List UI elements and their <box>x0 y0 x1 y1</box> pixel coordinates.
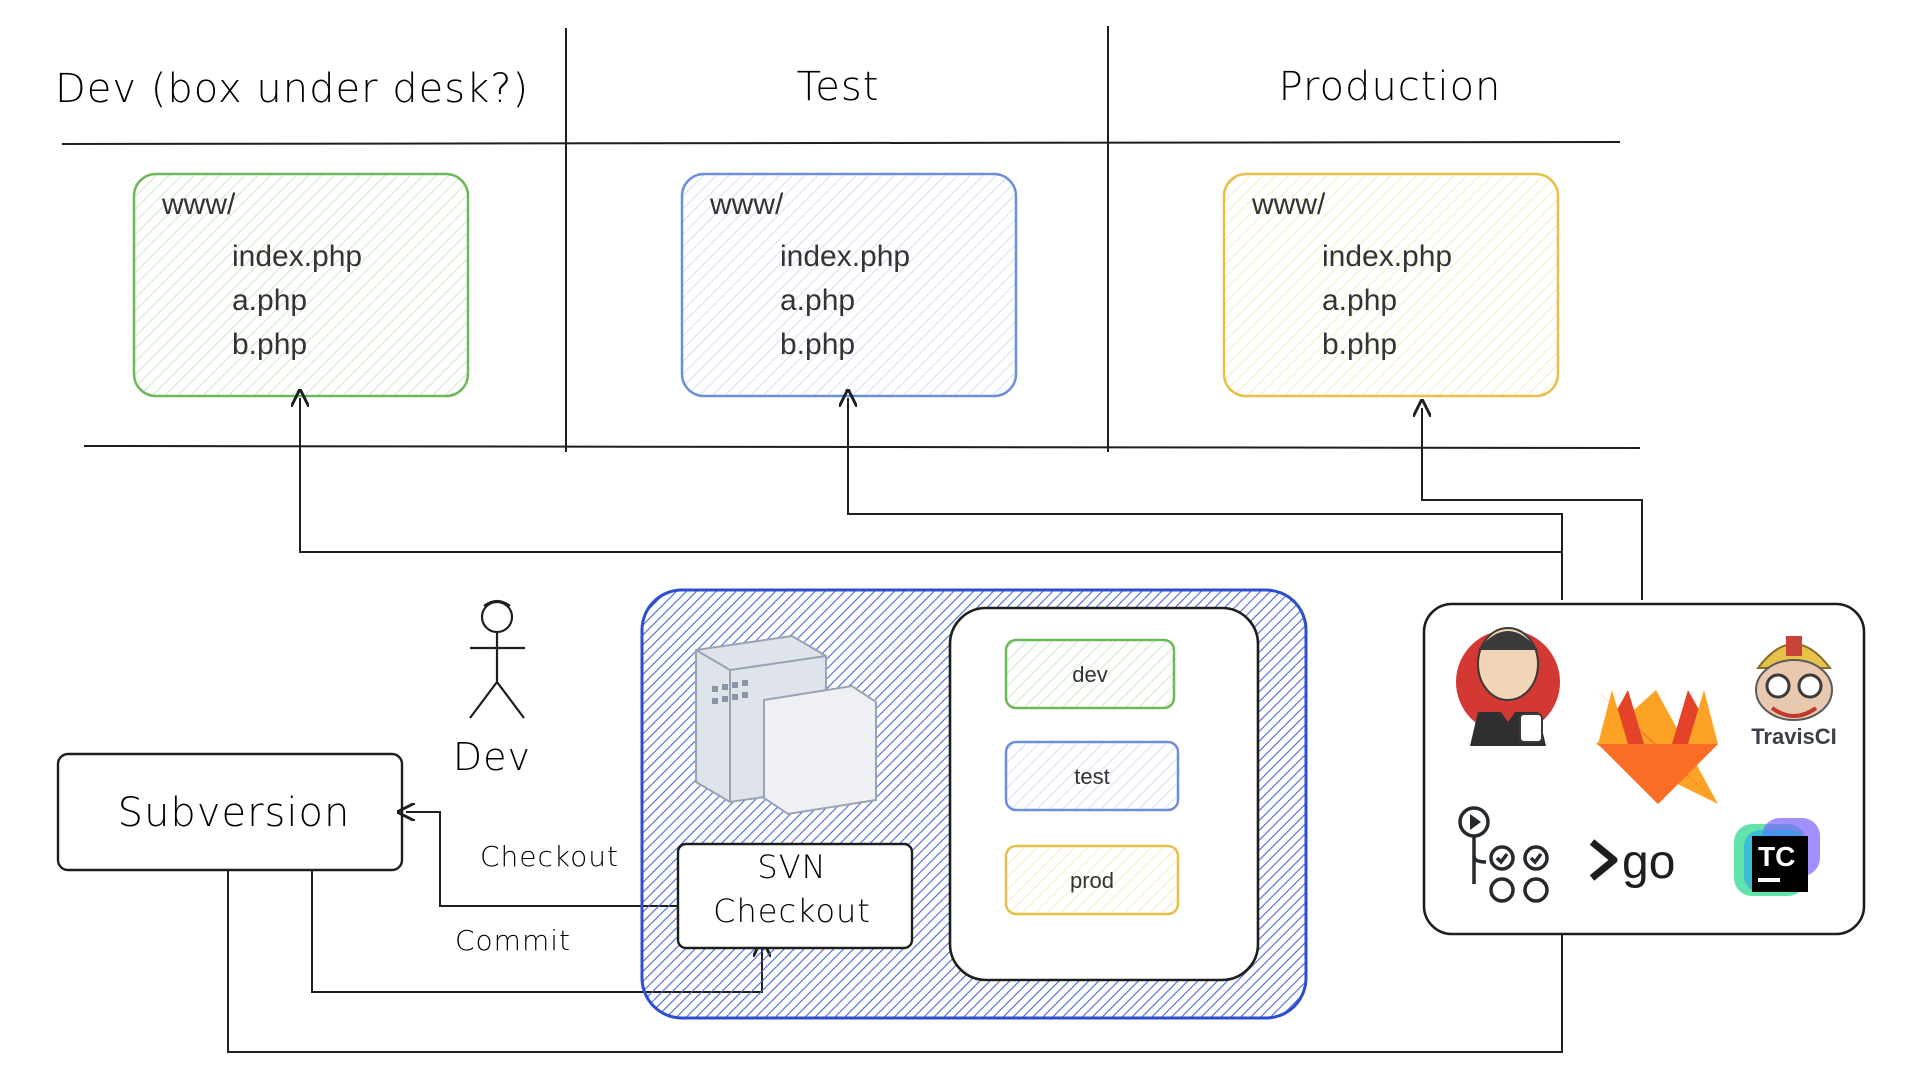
column-headers: Dev (box under desk?) Test Production <box>55 64 1502 112</box>
github-actions-icon <box>1458 806 1549 903</box>
server-dev: www/ index.php a.php b.php <box>132 172 470 398</box>
checkout-edge-label: Checkout <box>480 840 619 873</box>
server-production: www/ index.php a.php b.php <box>1222 172 1560 398</box>
dev-actor-label: Dev <box>453 735 531 779</box>
server-test-file-1: index.php <box>780 240 910 273</box>
svn-to-ci-line <box>227 870 1563 1053</box>
column-title-test: Test <box>797 64 880 110</box>
server-dev-root: www/ <box>161 188 236 221</box>
dev-actor-head <box>480 600 514 634</box>
gitlab-icon <box>1596 690 1718 804</box>
server-test-root: www/ <box>709 188 784 221</box>
server-production-root: www/ <box>1251 188 1326 221</box>
column-title-production: Production <box>1279 64 1502 110</box>
subversion-repo[interactable]: Subversion <box>56 752 404 872</box>
svn-checkout-line2: Checkout <box>713 892 871 930</box>
checkout-arrow <box>406 812 678 907</box>
server-test: www/ index.php a.php b.php <box>680 172 1018 398</box>
subversion-label: Subversion <box>118 790 351 836</box>
server-test-file-3: b.php <box>780 328 855 361</box>
gocd-icon: go <box>1589 836 1675 889</box>
server-dev-file-1: index.php <box>232 240 362 273</box>
gocd-label: go <box>1622 836 1675 889</box>
build-server-icon <box>695 634 877 816</box>
jenkins-icon <box>1456 627 1560 746</box>
dev-actor <box>469 599 525 719</box>
branch-prod-label: prod <box>1070 868 1114 893</box>
commit-edge-label: Commit <box>455 924 571 957</box>
server-dev-file-2: a.php <box>232 284 307 317</box>
server-production-file-3: b.php <box>1322 328 1397 361</box>
travisci-icon: TravisCI <box>1751 636 1837 749</box>
svn-checkout-node[interactable]: SVN Checkout <box>676 842 914 950</box>
server-dev-file-3: b.php <box>232 328 307 361</box>
deploy-connectors <box>300 398 1643 600</box>
column-title-dev: Dev (box under desk?) <box>55 66 529 112</box>
server-production-file-2: a.php <box>1322 284 1397 317</box>
svn-checkout-line1: SVN <box>757 848 826 886</box>
deploy-to-production-arrow <box>1422 408 1643 600</box>
teamcity-icon: TC <box>1734 818 1820 896</box>
deploy-to-test-arrow <box>848 398 1563 552</box>
server-test-file-2: a.php <box>780 284 855 317</box>
branch-test[interactable]: test <box>1004 740 1180 812</box>
branch-dev-label: dev <box>1072 662 1107 687</box>
travisci-label: TravisCI <box>1751 724 1837 749</box>
branch-dev[interactable]: dev <box>1004 638 1176 710</box>
deploy-to-dev-arrow <box>300 398 1563 600</box>
teamcity-label: TC <box>1758 841 1795 872</box>
branch-test-label: test <box>1074 764 1109 789</box>
server-production-file-1: index.php <box>1322 240 1452 273</box>
branch-prod[interactable]: prod <box>1004 844 1180 916</box>
environment-grid <box>61 26 1641 452</box>
